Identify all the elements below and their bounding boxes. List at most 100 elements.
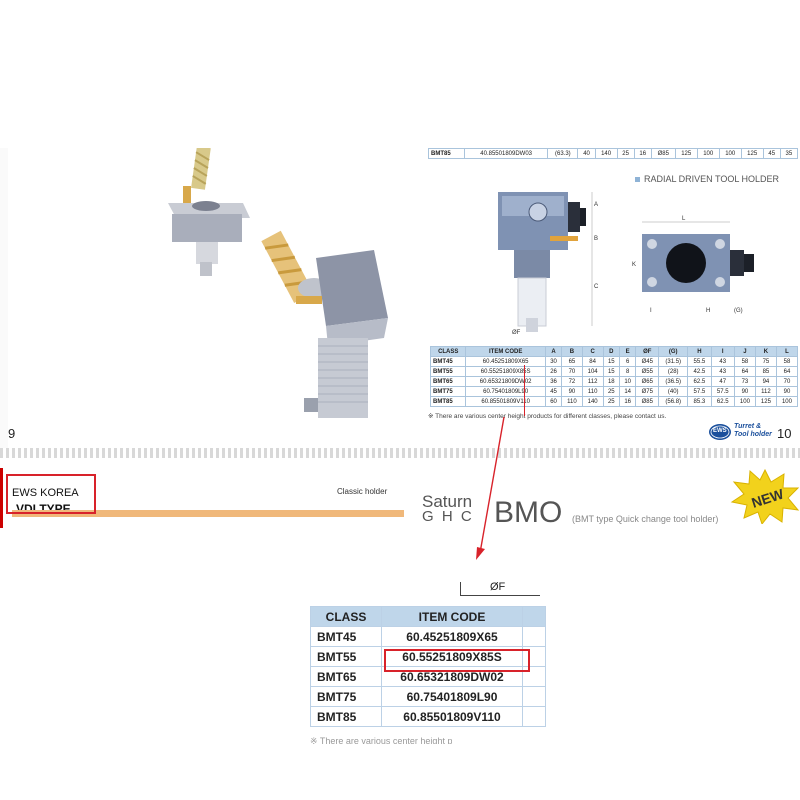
item-code-cell: 60.85501809V110 [381, 706, 523, 727]
value-cell: 43 [710, 366, 735, 377]
column-header: D [602, 346, 621, 357]
value-cell: 47 [710, 376, 735, 387]
dim-label-a: A [594, 202, 598, 208]
column-header: E [618, 346, 637, 357]
value-cell: 85.3 [687, 396, 712, 407]
column-header: CLASS [310, 606, 382, 627]
value-cell: 110 [561, 396, 583, 407]
classic-holder-label: Classic holder [337, 487, 388, 496]
orange-bar [12, 510, 404, 517]
table-cell-empty [522, 686, 546, 707]
square-bullet-icon [635, 177, 640, 183]
class-cell: BMT45 [310, 626, 382, 647]
dim-label-f-zoom: ØF [490, 581, 506, 593]
value-cell: 57.5 [710, 386, 735, 397]
value-cell: Ø85 [635, 396, 660, 407]
value-cell: 85 [754, 366, 777, 377]
value-cell: 65 [561, 356, 583, 367]
page-number-right: 10 [777, 426, 792, 441]
column-header: I [710, 346, 735, 357]
dim-label-b: B [594, 236, 598, 242]
value-cell: 62.5 [687, 376, 712, 387]
large-tool-holder-image [261, 230, 388, 418]
value-cell: 75 [754, 356, 777, 367]
bmo-subtitle: (BMT type Quick change tool holder) [572, 514, 719, 524]
footnote: ※ There are various center height produc… [428, 413, 667, 420]
section-title: RADIAL DRIVEN TOOL HOLDER [635, 174, 779, 184]
value-cell: Ø65 [635, 376, 660, 387]
divider [0, 448, 800, 458]
column-header: J [733, 346, 756, 357]
dim-label-c: C [594, 284, 599, 290]
value-cell: 70 [561, 366, 583, 377]
value-cell: 26 [544, 366, 563, 377]
value-cell: 30 [544, 356, 563, 367]
item-code-cell: 60.55251809X85S [381, 646, 523, 667]
arrow-icon [476, 416, 505, 560]
column-header: B [561, 346, 583, 357]
value-cell: 84 [581, 356, 604, 367]
value-cell: 112 [754, 386, 777, 397]
value-cell: (31.5) [658, 356, 689, 367]
dim-label-g: (G) [734, 308, 743, 314]
value-cell: 64 [775, 366, 799, 377]
value-cell: 110 [581, 386, 604, 397]
highlight-connector [504, 365, 525, 416]
side-view-drawing: A B C ØF [498, 192, 599, 336]
column-header: H [687, 346, 712, 357]
zoom-footnote: ※ There are various center height p [310, 736, 453, 744]
column-header: ITEM CODE [465, 346, 546, 357]
brand-logo: EWS Turret & Tool holder [708, 422, 778, 442]
value-cell: 90 [561, 386, 583, 397]
ews-logo-icon [709, 424, 731, 440]
top-table-partial: BMT85 40.85501809DW03 (63.3) 40 140 25 1… [427, 148, 799, 159]
column-header: C [581, 346, 604, 357]
value-cell: 57.5 [687, 386, 712, 397]
value-cell: 15 [602, 356, 621, 367]
table-cell-empty [522, 626, 546, 647]
catalog-page-right: BMT85 40.85501809DW03 (63.3) 40 140 25 1… [400, 148, 800, 448]
value-cell: 43 [710, 356, 735, 367]
small-tool-holder-image [168, 148, 250, 276]
note-mark-icon: ※ [428, 413, 436, 420]
value-cell: Ø75 [635, 386, 660, 397]
ghc-label: G H C [422, 508, 474, 525]
dim-label-f: ØF [512, 330, 521, 336]
catalog-page-left: 9 [8, 148, 400, 448]
value-cell: 8 [618, 366, 637, 377]
value-cell: 25 [602, 386, 621, 397]
table-cell-empty [522, 706, 546, 727]
bottom-catalog-strip: EWS KOREA VDI TYPE Classic holder Saturn… [0, 458, 800, 528]
column-header: CLASS [429, 346, 467, 357]
column-header: (G) [658, 346, 689, 357]
class-cell: BMT75 [429, 386, 467, 397]
dim-label-k: K [632, 262, 636, 268]
class-cell: BMT65 [310, 666, 382, 687]
value-cell: (56.8) [658, 396, 689, 407]
value-cell: 125 [754, 396, 777, 407]
value-cell: 140 [581, 396, 604, 407]
class-cell: BMT85 [429, 396, 467, 407]
value-cell: 64 [733, 366, 756, 377]
front-view-drawing: L K I H (G) [632, 216, 754, 314]
class-cell: BMT55 [310, 646, 382, 667]
value-cell: 10 [618, 376, 637, 387]
column-header: ØF [635, 346, 660, 357]
column-header: K [754, 346, 777, 357]
value-cell: 58 [733, 356, 756, 367]
value-cell: 62.5 [710, 396, 735, 407]
class-cell: BMT75 [310, 686, 382, 707]
value-cell: Ø55 [635, 366, 660, 377]
value-cell: (28) [658, 366, 689, 377]
value-cell: 6 [618, 356, 637, 367]
company-highlight-box [6, 474, 96, 514]
